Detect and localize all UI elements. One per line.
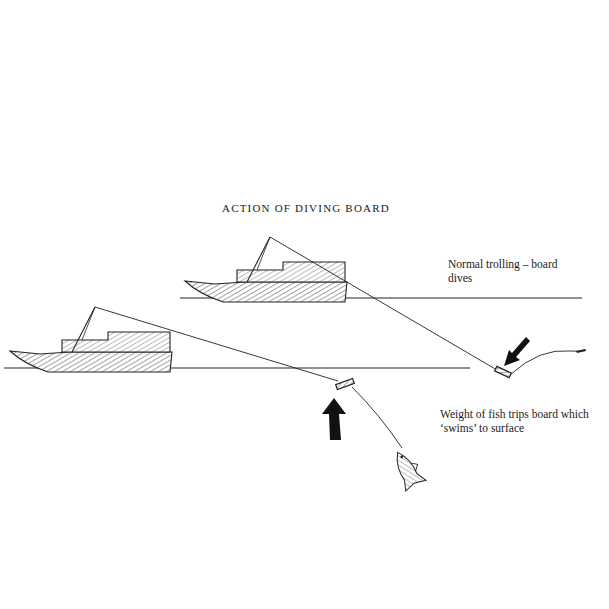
trolling-line: [270, 237, 497, 370]
leader-line: [352, 387, 402, 448]
rise-arrow: [322, 398, 346, 440]
diagram-title: ACTION OF DIVING BOARD: [222, 202, 390, 216]
leader-line: [511, 350, 586, 374]
lure: [576, 349, 586, 353]
note-label: Normal trolling – board dives: [448, 257, 566, 286]
boat: [185, 237, 347, 302]
fish: [388, 447, 426, 491]
diving-board: [336, 379, 355, 390]
note-label: Weight of fish trips board which ‘swims’…: [440, 407, 590, 436]
diving-board: [495, 366, 512, 377]
dive-arrow: [504, 337, 530, 366]
trolling-line: [95, 307, 338, 381]
boat: [10, 307, 172, 372]
